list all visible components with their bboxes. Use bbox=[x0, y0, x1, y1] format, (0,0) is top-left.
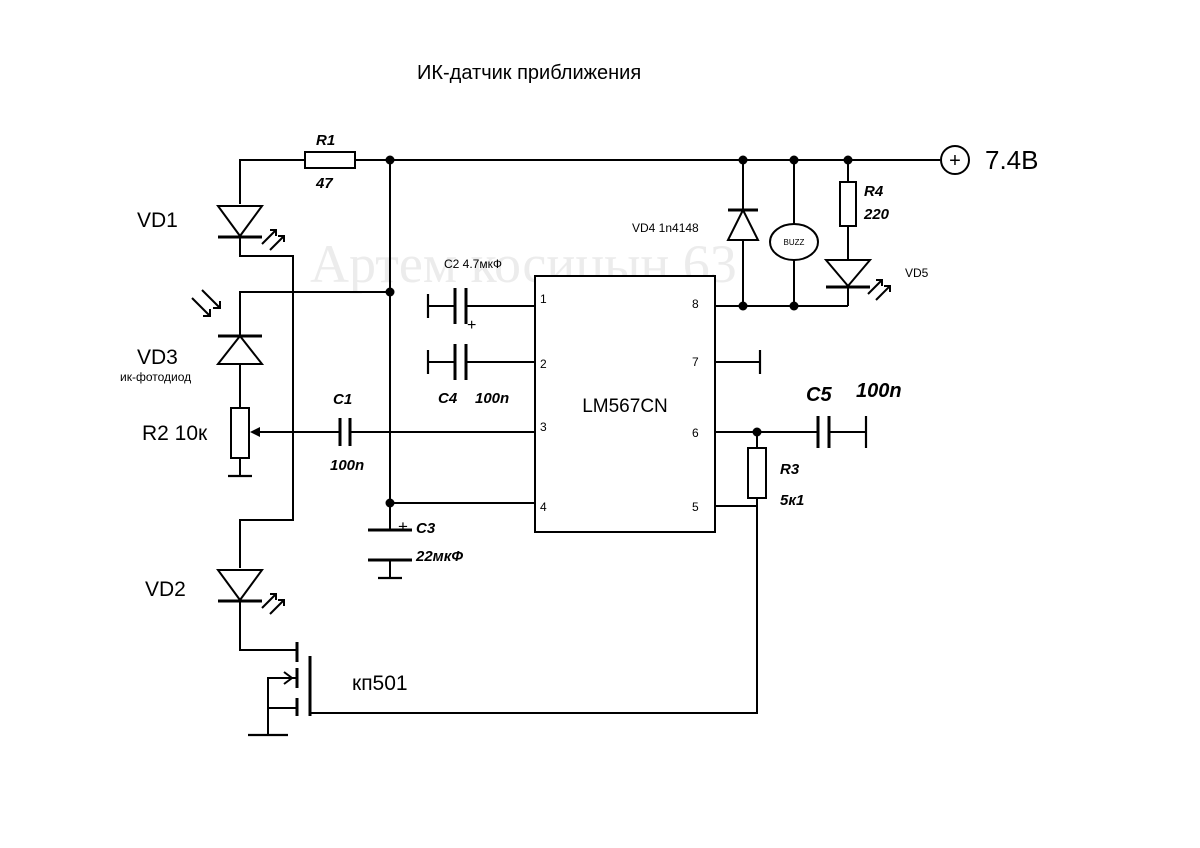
r3-body bbox=[747, 447, 767, 499]
r1-ref: R1 bbox=[316, 132, 335, 149]
r2-wiper-arrow-icon bbox=[250, 427, 260, 437]
q1-label: кп501 bbox=[352, 672, 408, 695]
ic-pin-label: 4 bbox=[540, 500, 547, 514]
junction-dot bbox=[843, 155, 853, 165]
c2-polarity: + bbox=[467, 317, 476, 334]
wire-vd2-drain bbox=[239, 600, 296, 651]
supply-terminal: + 7.4В bbox=[940, 145, 1039, 175]
vd3-note: ик-фотодиод bbox=[120, 370, 191, 384]
buzzer: BUZZ bbox=[769, 223, 819, 261]
vd1-diode-icon bbox=[216, 205, 264, 238]
resistor-r1-body bbox=[304, 151, 356, 169]
wire-source bbox=[267, 677, 296, 709]
capacitor-c2: C2 4.7мкФ + bbox=[444, 257, 502, 334]
c5-value: 100n bbox=[856, 380, 902, 402]
led-vd2: VD2 bbox=[145, 569, 285, 615]
vd5-diode-icon bbox=[823, 259, 873, 288]
wires bbox=[228, 159, 940, 737]
potentiometer-r2: R2 10к bbox=[142, 407, 260, 459]
buzzer-label: BUZZ bbox=[784, 238, 805, 247]
capacitor-c4: C4 100n bbox=[438, 344, 509, 407]
supply-plus-symbol: + bbox=[949, 150, 961, 172]
junction-dot bbox=[385, 498, 395, 508]
vd2-emission-arrows-icon bbox=[261, 593, 285, 615]
junction-dot bbox=[385, 287, 395, 297]
ic-pin-label: 3 bbox=[540, 420, 547, 434]
capacitor-c3: + C3 22мкФ bbox=[368, 517, 463, 565]
ic-lm567: LM567CN 1 2 3 4 8 7 6 5 bbox=[534, 275, 716, 533]
vd3-ref: VD3 bbox=[137, 346, 178, 369]
vd4-label: VD4 1n4148 bbox=[632, 221, 699, 235]
wire-pin5-gate bbox=[310, 505, 758, 714]
c3-polarity: + bbox=[398, 517, 408, 536]
capacitor-c1: C1 100n bbox=[330, 391, 364, 474]
junction-dot bbox=[738, 301, 748, 311]
junction-dot bbox=[752, 427, 762, 437]
diagram-title: ИК-датчик приближения bbox=[417, 62, 641, 84]
wire-r1-left bbox=[239, 159, 305, 204]
ic-pin-label: 5 bbox=[692, 500, 699, 514]
ic-pin-label: 7 bbox=[692, 355, 699, 369]
r2-body bbox=[230, 407, 250, 459]
ic-body bbox=[534, 275, 716, 533]
wire-vd1-vd2 bbox=[239, 236, 294, 568]
c1-ref: C1 bbox=[333, 391, 352, 408]
vd3-incoming-arrows-icon bbox=[191, 289, 221, 317]
junction-dot bbox=[789, 155, 799, 165]
c4-value: 100n bbox=[475, 390, 509, 407]
junctions bbox=[385, 155, 853, 508]
c4-ref: C4 bbox=[438, 390, 458, 407]
ic-pin-label: 2 bbox=[540, 357, 547, 371]
vd1-ref: VD1 bbox=[137, 209, 178, 232]
r1-value: 47 bbox=[315, 175, 333, 192]
led-vd1: VD1 bbox=[137, 205, 285, 251]
resistor-r4: R4 220 bbox=[839, 181, 890, 227]
r3-value: 5к1 bbox=[780, 492, 804, 509]
supply-voltage-label: 7.4В bbox=[985, 145, 1039, 175]
r4-body bbox=[839, 181, 857, 227]
r3-ref: R3 bbox=[780, 461, 800, 478]
junction-dot bbox=[789, 301, 799, 311]
vd4-diode-icon bbox=[726, 207, 760, 241]
c5-ref: C5 bbox=[806, 384, 832, 406]
c3-value: 22мкФ bbox=[415, 548, 463, 565]
r4-ref: R4 bbox=[864, 183, 884, 200]
photodiode-vd3: VD3 ик-фотодиод bbox=[120, 289, 265, 384]
led-vd5: VD5 bbox=[823, 259, 929, 301]
ic-pin-label: 8 bbox=[692, 297, 699, 311]
c3-ref: C3 bbox=[416, 520, 436, 537]
vd5-emission-arrows-icon bbox=[867, 279, 891, 301]
buzzer-icon bbox=[769, 223, 819, 261]
resistor-r1: R1 47 bbox=[304, 132, 356, 192]
q1-arrow-icon bbox=[283, 671, 294, 685]
vd2-diode-icon bbox=[216, 569, 264, 602]
junction-dot bbox=[738, 155, 748, 165]
r4-value: 220 bbox=[863, 206, 890, 223]
junction-dot bbox=[385, 155, 395, 165]
vd1-emission-arrows-icon bbox=[261, 229, 285, 251]
ic-pin-label: 6 bbox=[692, 426, 699, 440]
vd2-ref: VD2 bbox=[145, 578, 186, 601]
supply-plus-icon bbox=[940, 145, 970, 175]
r2-ref: R2 10к bbox=[142, 422, 208, 445]
c2-label: C2 4.7мкФ bbox=[444, 257, 502, 271]
mosfet-q1: кп501 bbox=[283, 642, 408, 716]
ic-name: LM567CN bbox=[582, 396, 668, 417]
resistor-r3: R3 5к1 bbox=[747, 447, 804, 509]
diode-vd4: VD4 1n4148 bbox=[632, 207, 760, 241]
c1-value: 100n bbox=[330, 457, 364, 474]
wire-vd3-top bbox=[239, 291, 390, 336]
vd5-ref: VD5 bbox=[905, 266, 929, 280]
capacitor-c5: C5 100n bbox=[806, 380, 902, 448]
ic-pin-label: 1 bbox=[540, 292, 547, 306]
vd3-diode-icon bbox=[215, 334, 265, 365]
